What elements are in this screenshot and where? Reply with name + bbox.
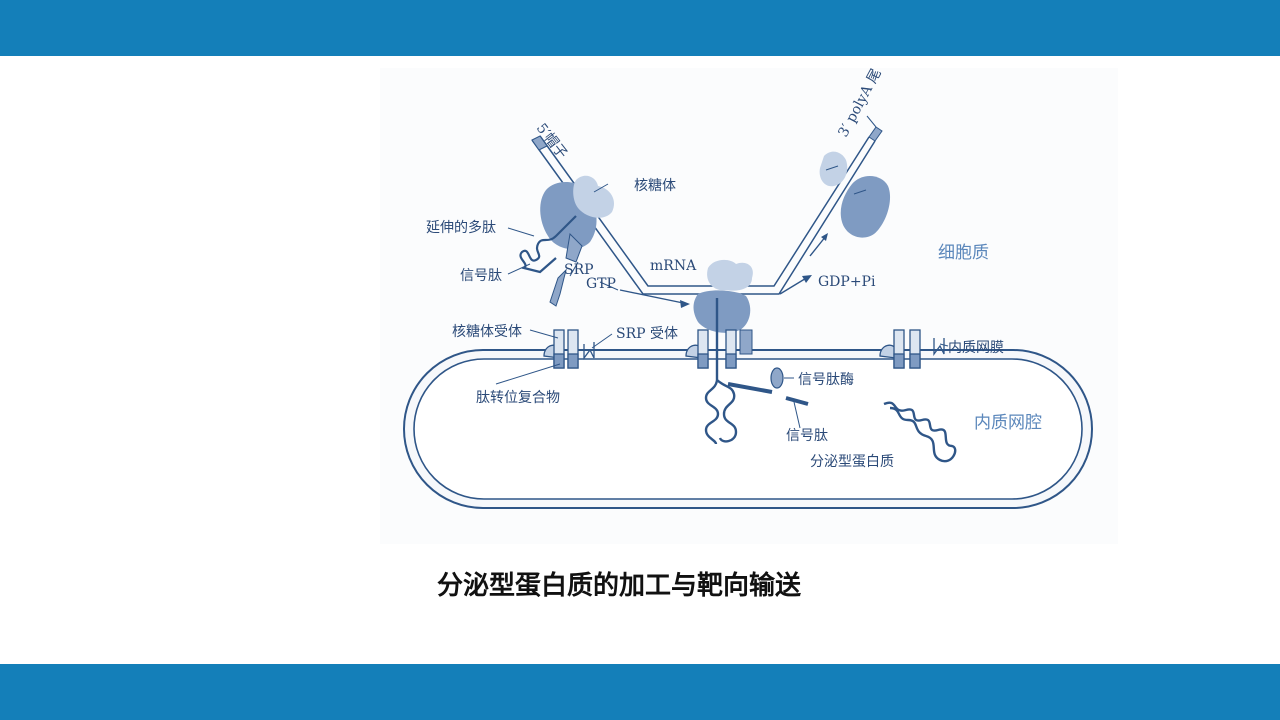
arrow-to-er	[619, 289, 689, 305]
polya-3-block	[868, 126, 883, 142]
label-er-lumen: 内质网腔	[974, 413, 1042, 433]
signal-peptide-cleaved	[785, 396, 809, 406]
label-ribosome: 核糖体	[634, 178, 676, 194]
label-gdp-pi: GDP+Pi	[818, 274, 876, 290]
label-elongating-peptide: 延伸的多肽	[426, 219, 496, 236]
signal-peptidase-shape	[770, 367, 784, 389]
bottom-banner	[0, 664, 1280, 720]
label-ribosome-receptor: 核糖体受体	[452, 324, 522, 340]
label-mrna: mRNA	[650, 258, 697, 274]
srp-stalk	[549, 268, 567, 307]
ribosome-released-small	[819, 151, 848, 187]
slide-caption-text: 分泌型蛋白质的加工与靶向输送	[436, 571, 801, 601]
slide-caption: 分泌型蛋白质的加工与靶向输送	[0, 565, 1280, 602]
arrow-gdp	[779, 276, 809, 295]
label-signal-peptidase: 信号肽酶	[798, 372, 854, 388]
ribosome-released-large	[840, 175, 891, 238]
er-membrane-inner	[413, 358, 1083, 500]
signal-peptide-pre	[727, 382, 773, 394]
label-gtp: GTP	[586, 276, 616, 292]
label-secretory-protein: 分泌型蛋白质	[810, 454, 894, 470]
nascent-peptide-lumen	[704, 298, 738, 445]
protein-targeting-diagram: 5′帽子 3′ polyA 尾 核糖体 延伸的多肽 信号肽 SRP GTP mR…	[380, 68, 1118, 544]
label-signal-peptide-bottom: 信号肽	[786, 428, 828, 444]
ribosome-large-er	[693, 290, 751, 333]
label-cytoplasm: 细胞质	[938, 243, 989, 263]
arrow-up-right	[809, 235, 827, 257]
nascent-peptide-left	[519, 215, 577, 274]
label-er-membrane: 内质网膜	[948, 340, 1004, 356]
ribosome-small-left	[573, 175, 615, 218]
label-signal-peptide-top: 信号肽	[460, 268, 502, 284]
label-srp: SRP	[564, 262, 594, 278]
er-membrane-proteins	[543, 329, 945, 369]
label-srp-receptor: SRP 受体	[616, 326, 678, 342]
srp-at-receptor	[739, 329, 753, 355]
top-banner	[0, 0, 1280, 56]
ribosome-small-er	[707, 259, 753, 291]
label-translocon: 肽转位复合物	[476, 389, 560, 406]
srp-particle	[565, 232, 583, 263]
diagram-svg: 5′帽子 3′ polyA 尾 核糖体 延伸的多肽 信号肽 SRP GTP mR…	[403, 68, 1093, 509]
secretory-protein-coil	[883, 401, 957, 463]
cap-5-block	[531, 135, 548, 151]
